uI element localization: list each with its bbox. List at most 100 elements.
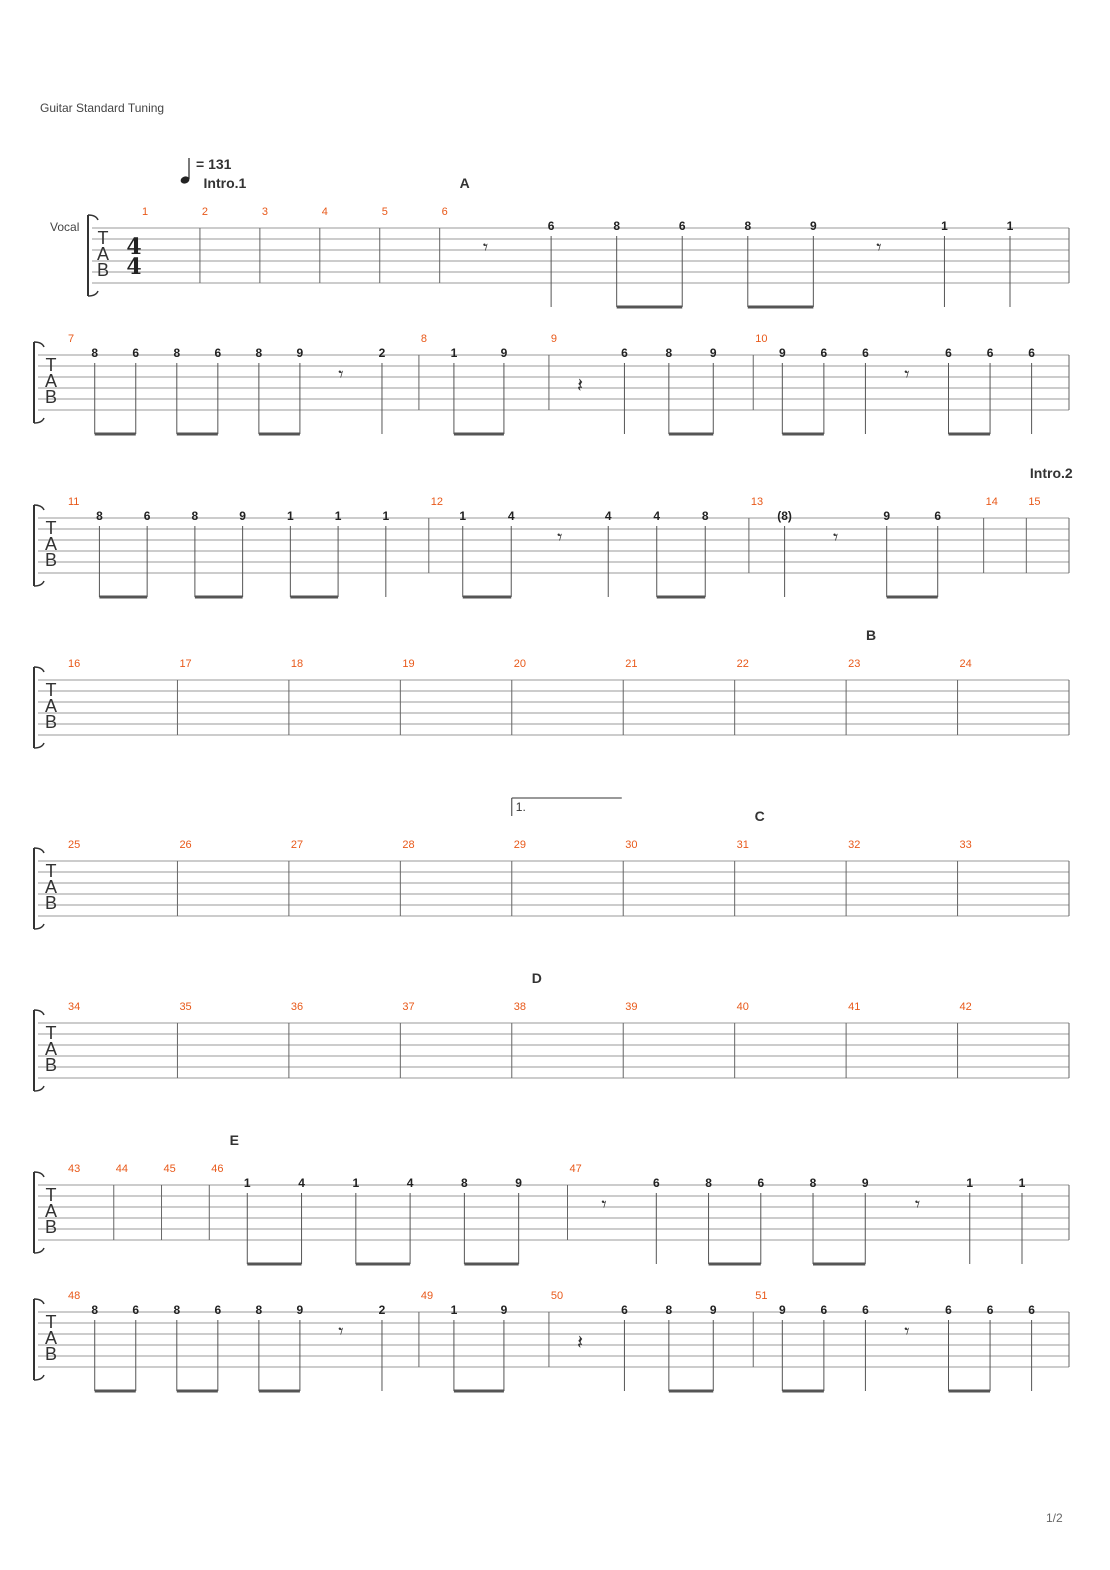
bar-number: 43 (68, 1163, 80, 1175)
bar-number: 33 (960, 839, 972, 851)
fret-number: 9 (297, 1303, 304, 1317)
bar-number: 49 (421, 1290, 433, 1302)
fret-number: 9 (710, 1303, 717, 1317)
volta-label: 1. (516, 800, 526, 814)
fret-number: 6 (132, 346, 139, 360)
section-marker: B (866, 627, 876, 643)
tab-clef-letter: T (46, 1185, 57, 1205)
fret-number: 6 (862, 346, 869, 360)
bar-number: 41 (848, 1001, 860, 1013)
eighth-rest: 𝄾 (833, 525, 838, 549)
fret-number: 8 (192, 509, 199, 523)
tab-clef-letter: B (45, 1217, 57, 1237)
eighth-rest: 𝄾 (338, 362, 343, 386)
page-number: 1/2 (1046, 1511, 1063, 1525)
fret-number: 6 (945, 1303, 952, 1317)
bar-number: 36 (291, 1001, 303, 1013)
system-brace-top (33, 847, 45, 854)
bar-number: 31 (737, 839, 749, 851)
fret-number: 6 (821, 346, 828, 360)
tab-clef-letter: B (45, 893, 57, 913)
bar-number: 51 (755, 1290, 767, 1302)
fret-number: 8 (613, 219, 620, 233)
fret-number: 9 (883, 509, 890, 523)
tab-clef-letter: B (45, 1055, 57, 1075)
section-marker: E (230, 1132, 239, 1148)
tab-clef-letter: A (45, 534, 57, 554)
fret-number: 8 (461, 1176, 468, 1190)
bar-number: 3 (262, 206, 268, 218)
bar-number: 16 (68, 658, 80, 670)
tab-clef-letter: T (46, 861, 57, 881)
fret-number: 6 (548, 219, 555, 233)
fret-number: 4 (653, 509, 660, 523)
system-brace-bottom (33, 742, 45, 749)
fret-number: 8 (702, 509, 709, 523)
fret-number: 9 (779, 346, 786, 360)
eighth-rest: 𝄾 (876, 235, 881, 259)
fret-number: 6 (679, 219, 686, 233)
fret-number: 2 (379, 1303, 386, 1317)
system-brace-bottom (33, 923, 45, 930)
tab-clef-letter: B (45, 550, 57, 570)
fret-number: 6 (987, 346, 994, 360)
fret-number: 9 (810, 219, 817, 233)
fret-number: 9 (501, 346, 508, 360)
bar-number: 28 (402, 839, 414, 851)
fret-number: 6 (934, 509, 941, 523)
fret-number: 4 (605, 509, 612, 523)
eighth-rest: 𝄾 (483, 235, 488, 259)
fret-number: 2 (379, 346, 386, 360)
bar-number: 30 (625, 839, 637, 851)
bar-number: 8 (421, 333, 427, 345)
tab-clef-letter: B (45, 712, 57, 732)
system-brace-top (33, 341, 45, 348)
system-brace-bottom (33, 1247, 45, 1254)
fret-number: 8 (173, 1303, 180, 1317)
fret-number: (8) (777, 509, 792, 523)
fret-number: 1 (1019, 1176, 1026, 1190)
bar-number: 24 (960, 658, 972, 670)
bar-number: 38 (514, 1001, 526, 1013)
system-brace-bottom (87, 290, 99, 297)
time-signature-bottom: 4 (126, 254, 141, 280)
section-marker: C (755, 808, 765, 824)
bar-number: 44 (116, 1163, 128, 1175)
bar-number: 50 (551, 1290, 563, 1302)
tab-clef-letter: T (46, 1023, 57, 1043)
fret-number: 6 (821, 1303, 828, 1317)
tab-clef-letter: B (97, 260, 109, 280)
fret-number: 4 (298, 1176, 305, 1190)
fret-number: 8 (91, 346, 98, 360)
bar-number: 1 (142, 206, 148, 218)
bar-number: 2 (202, 206, 208, 218)
eighth-rest: 𝄾 (601, 1192, 606, 1216)
fret-number: 1 (451, 346, 458, 360)
fret-number: 8 (705, 1176, 712, 1190)
bar-number: 23 (848, 658, 860, 670)
bar-number: 15 (1028, 496, 1040, 508)
tab-clef-letter: A (45, 371, 57, 391)
quarter-rest: 𝄽 (577, 1330, 583, 1354)
bar-number: 12 (431, 496, 443, 508)
section-marker: Intro.1 (204, 175, 247, 191)
fret-number: 6 (653, 1176, 660, 1190)
bar-number: 46 (211, 1163, 223, 1175)
bar-number: 48 (68, 1290, 80, 1302)
bar-number: 9 (551, 333, 557, 345)
eighth-rest: 𝄾 (915, 1192, 920, 1216)
bar-number: 39 (625, 1001, 637, 1013)
fret-number: 1 (244, 1176, 251, 1190)
fret-number: 8 (173, 346, 180, 360)
tab-clef-letter: A (45, 696, 57, 716)
bar-number: 4 (322, 206, 328, 218)
fret-number: 6 (945, 346, 952, 360)
eighth-rest: 𝄾 (338, 1319, 343, 1343)
system-brace-bottom (33, 417, 45, 424)
bar-number: 22 (737, 658, 749, 670)
bar-number: 5 (382, 206, 388, 218)
tab-clef-letter: T (46, 355, 57, 375)
bar-number: 37 (402, 1001, 414, 1013)
bar-number: 19 (402, 658, 414, 670)
